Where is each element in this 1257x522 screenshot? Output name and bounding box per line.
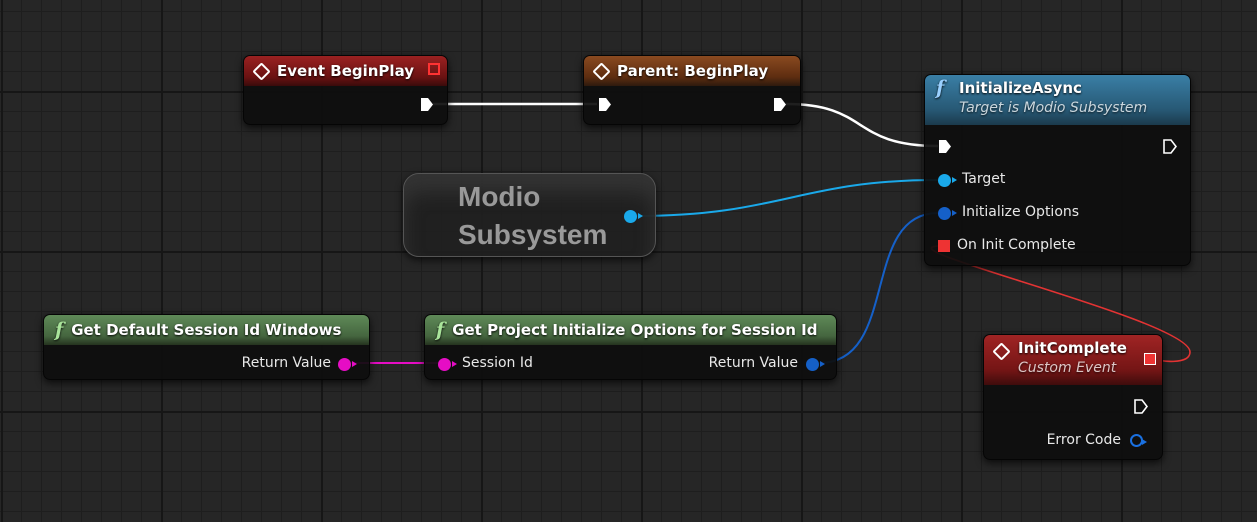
exec-in-pin[interactable] [598, 97, 612, 112]
initialize-async-header: f InitializeAsync Target is Modio Subsys… [925, 75, 1190, 125]
session-id-label: Session Id [462, 355, 533, 371]
modio-subsystem-line2: Subsystem [458, 219, 608, 250]
get-project-options-header: f Get Project Initialize Options for Ses… [425, 315, 836, 345]
error-code-pin[interactable] [1130, 434, 1147, 447]
function-f-icon: f [55, 319, 64, 341]
event-diamond-icon [592, 61, 611, 81]
init-complete-header: InitComplete Custom Event [984, 335, 1162, 385]
get-project-options-title: Get Project Initialize Options for Sessi… [452, 321, 818, 339]
get-default-session-title: Get Default Session Id Windows [71, 321, 342, 339]
on-init-complete-label: On Init Complete [957, 237, 1076, 253]
event-diamond-icon [252, 61, 271, 81]
exec-out-pin[interactable] [1134, 399, 1148, 414]
initialize-async-node[interactable]: f InitializeAsync Target is Modio Subsys… [924, 74, 1191, 266]
event-diamond-icon [992, 342, 1011, 361]
target-pin[interactable] [938, 174, 957, 187]
modio-subsystem-node[interactable]: Modio Subsystem [403, 173, 656, 257]
parent-beginplay-node[interactable]: Parent: BeginPlay [583, 55, 801, 125]
function-f-icon: f [936, 77, 945, 99]
object-wire-subsystem-target [635, 179, 939, 217]
initialize-async-subtitle: Target is Modio Subsystem [959, 100, 1148, 116]
initialize-options-pin[interactable] [938, 207, 957, 220]
return-value-pin[interactable] [338, 358, 357, 371]
get-default-session-node[interactable]: f Get Default Session Id Windows Return … [43, 314, 370, 380]
target-pin-label: Target [962, 171, 1006, 187]
delegate-out-pin[interactable] [1144, 353, 1156, 365]
parent-beginplay-header: Parent: BeginPlay [584, 56, 800, 86]
init-complete-title: InitComplete [1018, 339, 1127, 357]
return-value-label: Return Value [241, 355, 331, 371]
event-beginplay-title: Event BeginPlay [277, 62, 415, 80]
return-value-pin[interactable] [806, 358, 825, 371]
function-f-icon: f [436, 319, 445, 341]
event-beginplay-header: Event BeginPlay [244, 56, 447, 86]
modio-subsystem-label: Modio Subsystem [458, 178, 607, 254]
exec-wire-parent-initasync [785, 102, 939, 148]
modio-subsystem-line1: Modio [458, 181, 541, 212]
session-id-pin[interactable] [438, 358, 457, 371]
on-init-complete-pin[interactable] [938, 240, 950, 252]
event-beginplay-node[interactable]: Event BeginPlay [243, 55, 448, 125]
exec-out-pin[interactable] [773, 97, 787, 112]
subsystem-out-pin[interactable] [624, 210, 643, 223]
error-code-label: Error Code [1046, 432, 1121, 448]
exec-out-pin[interactable] [420, 97, 434, 112]
initialize-async-title: InitializeAsync [959, 79, 1082, 97]
parent-beginplay-title: Parent: BeginPlay [617, 62, 769, 80]
return-value-label: Return Value [708, 355, 798, 371]
init-complete-subtitle: Custom Event [1018, 360, 1117, 376]
exec-in-pin[interactable] [938, 139, 952, 154]
get-project-options-node[interactable]: f Get Project Initialize Options for Ses… [424, 314, 837, 380]
exec-out-pin[interactable] [1163, 139, 1177, 154]
init-complete-node[interactable]: InitComplete Custom Event Error Code [983, 334, 1163, 460]
delegate-pin-icon[interactable] [428, 63, 440, 75]
initialize-options-label: Initialize Options [962, 204, 1080, 220]
get-default-session-header: f Get Default Session Id Windows [44, 315, 369, 345]
